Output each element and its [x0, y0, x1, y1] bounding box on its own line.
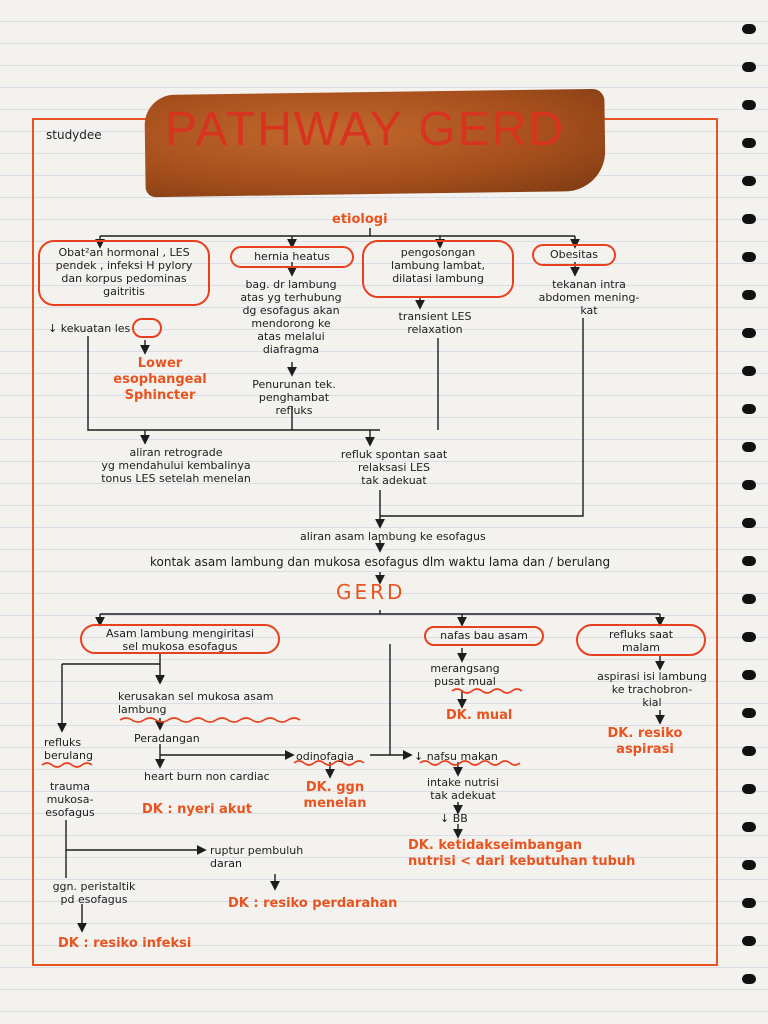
- cause-hernia-pill: [230, 246, 354, 268]
- effect-iritasi: Asam lambung mengiritasi sel mukosa esof…: [105, 627, 255, 653]
- cause-pengosongan-pill: [362, 240, 514, 298]
- aspirasi-isi-lambung: aspirasi isi lambung ke trachobron- kial: [597, 670, 707, 709]
- effect-refluks-malam-pill: [576, 624, 706, 656]
- transient-les: transient LES relaxation: [398, 310, 472, 336]
- kekuatan-les: ↓ kekuatan les: [48, 322, 131, 335]
- berat-badan: ↓ BB: [440, 812, 468, 825]
- odinofagia: odinofagia: [296, 750, 354, 763]
- dk-resiko-infeksi: DK : resiko infeksi: [58, 936, 192, 951]
- dk-nyeri-akut: DK : nyeri akut: [142, 802, 252, 817]
- dk-resiko-aspirasi: DK. resiko aspirasi: [607, 726, 683, 757]
- intake-nutrisi: intake nutrisi tak adekuat: [427, 776, 499, 802]
- heartburn: heart burn non cardiac: [144, 770, 270, 783]
- page-title: PATHWAY GERD: [165, 103, 566, 156]
- trauma-mukosa: trauma mukosa- esofagus: [45, 780, 95, 819]
- ruptur-pembuluh: ruptur pembuluh daran: [210, 844, 304, 870]
- cause-hormonal-pill: [38, 240, 210, 306]
- cause-hernia: hernia heatus: [254, 250, 330, 263]
- gerd-label: GERD: [336, 580, 406, 604]
- aliran-retrograde: aliran retrograde yg mendahului kembalin…: [101, 446, 251, 485]
- cause-pengosongan: pengosongan lambung lambat, dilatasi lam…: [391, 246, 485, 285]
- effect-refluks-malam: refluks saat malam: [608, 628, 674, 654]
- kerusakan-sel: kerusakan sel mukosa asam lambung: [118, 690, 274, 716]
- gangguan-peristaltik: ggn. peristaltik pd esofagus: [52, 880, 136, 906]
- dk-mual: DK. mual: [446, 708, 513, 723]
- effect-iritasi-pill: [80, 624, 280, 654]
- dk-nutrisi: DK. ketidakseimbangan nutrisi < dari keb…: [408, 838, 636, 869]
- dk-resiko-perdarahan: DK : resiko perdarahan: [228, 896, 398, 911]
- effect-nafas: nafas bau asam: [440, 629, 528, 642]
- hernia-description: bag. dr lambung atas yg terhubung dg eso…: [240, 278, 342, 356]
- cause-obesitas: Obesitas: [550, 248, 598, 261]
- peradangan: Peradangan: [134, 732, 200, 745]
- cause-hormonal: Obat²an hormonal , LES pendek , infeksi …: [55, 246, 193, 298]
- cause-obesitas-pill: [532, 244, 616, 266]
- brand-label: studydee: [46, 128, 102, 142]
- refluks-spontan: refluk spontan saat relaksasi LES tak ad…: [340, 448, 448, 487]
- etiologi-label: etiologi: [332, 212, 388, 227]
- kontak-asam: kontak asam lambung dan mukosa esofagus …: [150, 555, 611, 569]
- lower-esophageal-sphincter: Lower esophangeal Sphincter: [113, 356, 207, 403]
- nafsu-makan: ↓ nafsu makan: [414, 750, 498, 763]
- merangsang-mual: merangsang pusat mual: [430, 662, 500, 688]
- dk-gangguan-menelan: DK. ggn menelan: [303, 780, 367, 811]
- penurunan-tekanan: Penurunan tek. penghambat refluks: [252, 378, 336, 417]
- les-circle: [132, 318, 162, 338]
- tekanan-intra-abdomen: tekanan intra abdomen mening- kat: [538, 278, 640, 317]
- effect-nafas-pill: [424, 626, 544, 646]
- refluks-berulang: refluks berulang: [44, 736, 93, 762]
- aliran-asam: aliran asam lambung ke esofagus: [300, 530, 486, 543]
